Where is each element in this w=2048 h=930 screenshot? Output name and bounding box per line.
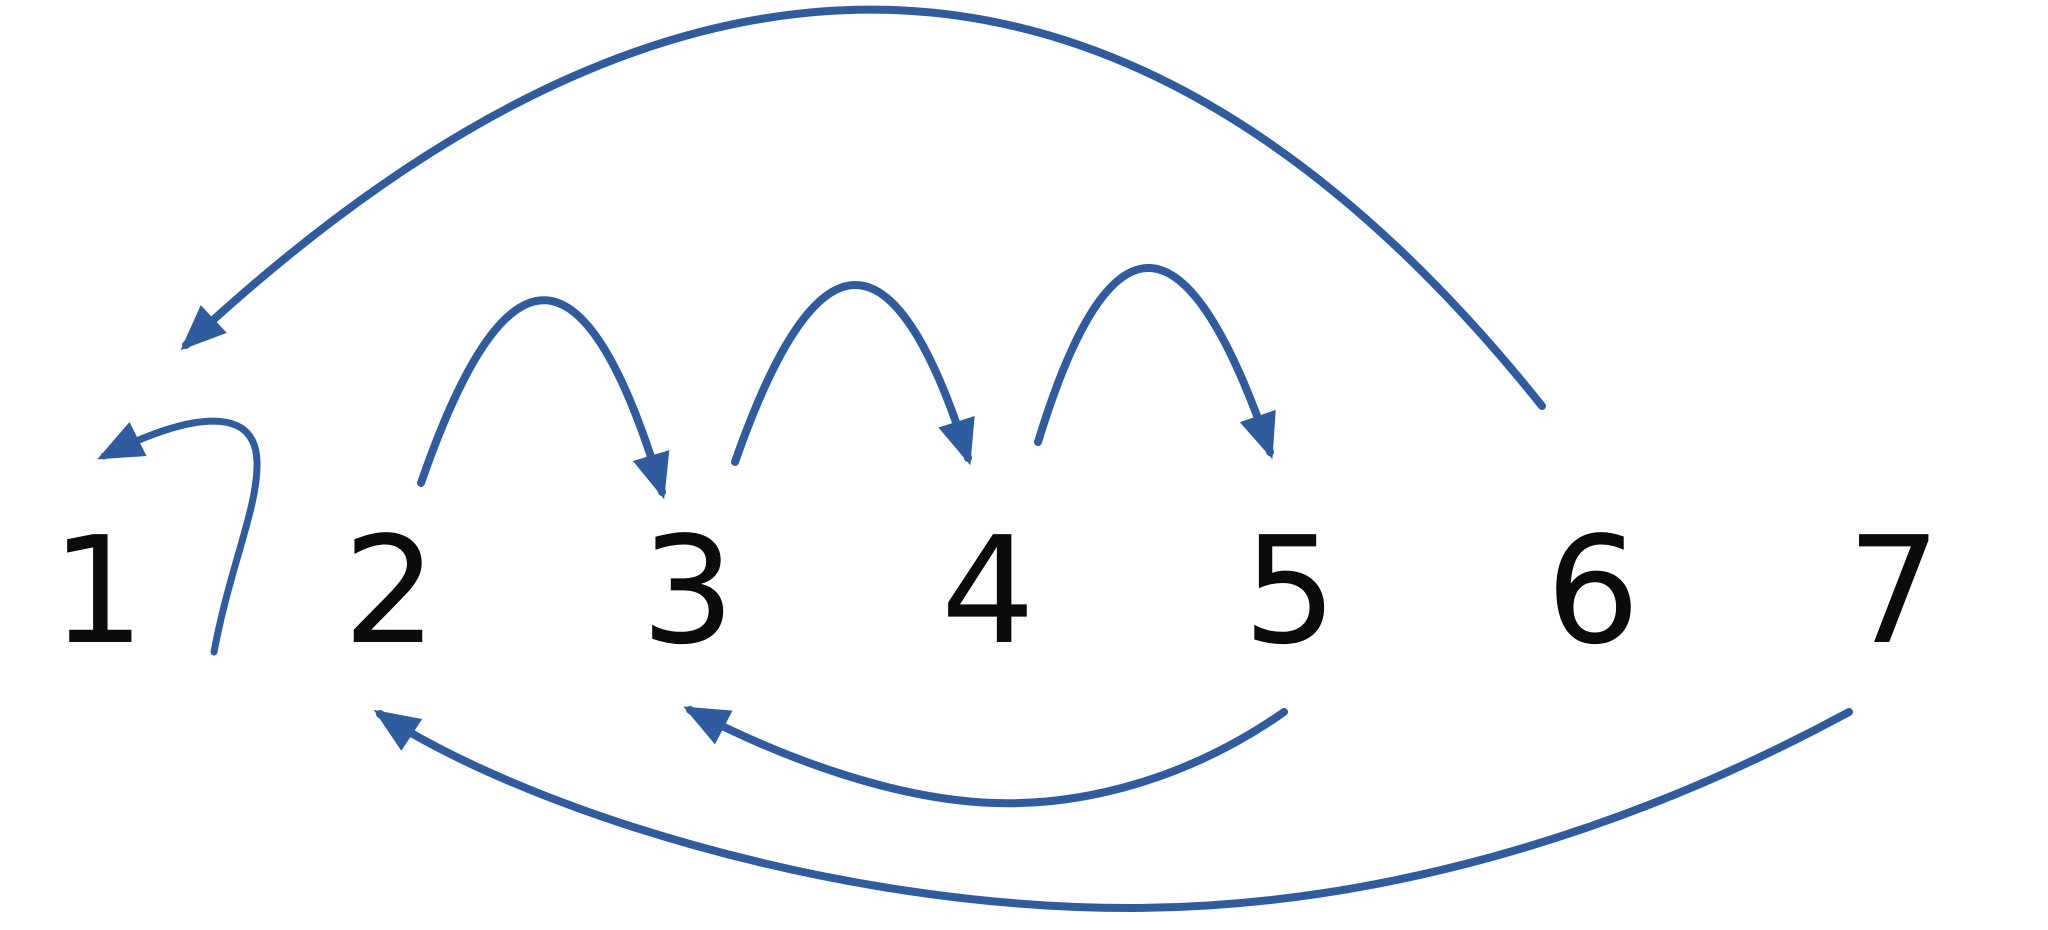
number-node-4: 4 [941, 505, 1035, 677]
number-node-7: 7 [1847, 505, 1941, 677]
number-node-6: 6 [1546, 505, 1640, 677]
arrow-5-to-3-icon [683, 706, 1288, 808]
number-node-3: 3 [641, 505, 735, 677]
arrow-6-to-1-icon [180, 5, 1546, 410]
arrow-7-to-2-icon [373, 708, 1853, 913]
arrow-4-to-5-icon [1034, 264, 1276, 460]
number-node-1: 1 [51, 505, 145, 677]
arrow-1-self-loop-icon [97, 417, 261, 656]
arrow-3-to-4-icon [731, 281, 975, 466]
number-node-2: 2 [343, 505, 437, 677]
arrow-2-to-3-icon [417, 296, 670, 500]
number-node-5: 5 [1243, 505, 1337, 677]
number-row: 1 2 3 4 5 6 7 [51, 505, 1941, 677]
